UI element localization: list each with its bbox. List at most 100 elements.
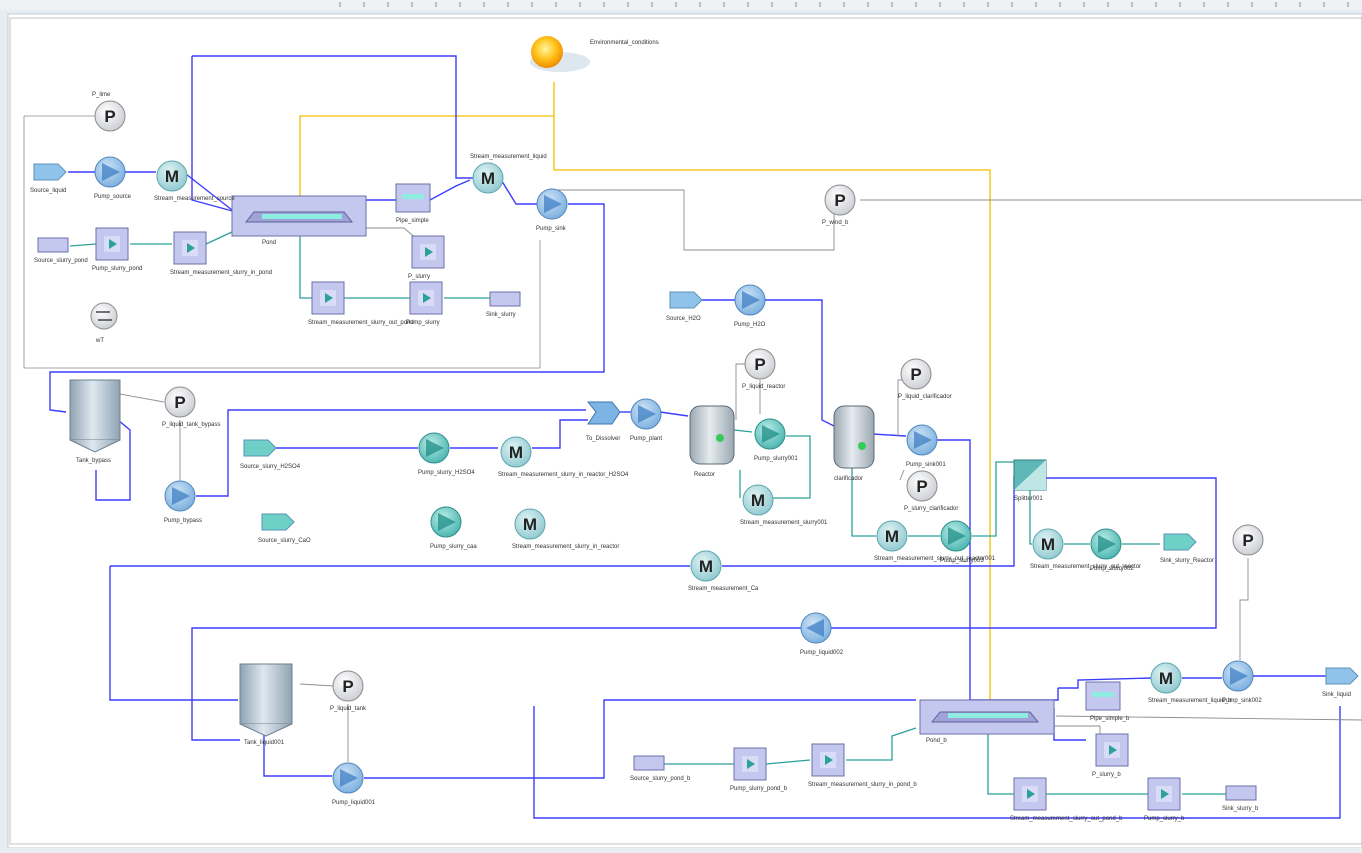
pump-h2o[interactable]: Pump_H2O (734, 284, 766, 328)
gauge-wind[interactable]: PP_wind_b (822, 184, 856, 226)
block-label: Stream_measurement_slurry_out_pond_b (1010, 816, 1123, 822)
block-src-slurry[interactable]: Source_slurry_pond (34, 237, 88, 264)
pump-liquid002[interactable]: Pump_liquid002 (800, 612, 844, 656)
block-body (1095, 733, 1129, 767)
environmental-conditions[interactable]: Environmental_conditions (530, 36, 659, 72)
gauge-label: P_liquid_tank (330, 706, 367, 712)
source-label: Source_slurry_H2SO4 (240, 464, 301, 470)
clarificador-body (833, 405, 875, 469)
wt-icon (90, 302, 118, 330)
pump-liquid001[interactable]: Pump_liquid001 (332, 762, 376, 806)
block-p-slurry[interactable]: P_slurry (408, 235, 445, 280)
splitter-unit[interactable]: Splitter001 (1013, 459, 1047, 502)
pump-h2so4[interactable]: Pump_slurry_H2SO4 (418, 432, 475, 476)
gauge-tank[interactable]: PP_liquid_tank (330, 670, 367, 712)
gauge-bypass[interactable]: PP_liquid_tank_bypass (162, 386, 220, 428)
pump-slurry001[interactable]: Pump_slurry001 (754, 418, 798, 462)
pipe-water (402, 194, 424, 199)
pump-arrow-icon (638, 405, 656, 423)
pipe-simple[interactable]: Pipe_simple (395, 183, 431, 224)
tank-liquid[interactable]: Tank_liquid001 (239, 663, 293, 746)
gauge-label: Stream_measurement_Ca (688, 586, 759, 592)
block-pump-slurry-b[interactable]: Pump_slurry_b (1144, 777, 1185, 822)
pump-sink001[interactable]: Pump_sink001 (906, 424, 946, 468)
block-src-slurry-b[interactable]: Source_slurry_pond_b (630, 755, 691, 782)
pump-arrow-icon (762, 425, 780, 443)
source-liquid[interactable]: Source_liquid (30, 163, 67, 194)
gauge-lime[interactable]: PP_lime (92, 92, 126, 132)
pressure-gauge-icon (94, 100, 126, 132)
gauge-glyph: M (885, 527, 899, 546)
source-arrow-icon (669, 291, 703, 309)
block-label: P_slurry_b (1092, 772, 1121, 778)
measurement-icon (876, 520, 908, 552)
pond-unit[interactable]: Pond (231, 195, 367, 246)
gauge-label: P_slurry_clarificador (904, 506, 958, 512)
source-h2so4[interactable]: Source_slurry_H2SO4 (240, 439, 301, 470)
pump-caa[interactable]: Pump_slurry_caa (430, 506, 477, 550)
gauge-reactor[interactable]: PP_liquid_reactor (742, 348, 785, 390)
wt-unit[interactable]: wT (90, 302, 118, 344)
pump-arrow-icon (742, 291, 760, 309)
gauge-slurry-clar[interactable]: PP_slurry_clarificador (904, 470, 958, 512)
clarificador-unit[interactable]: clarificador (833, 405, 875, 482)
block-label: Stream_measurement_slurry_out_pond (308, 320, 414, 326)
source-label: Source_H2O (666, 316, 701, 322)
source-sink-reactor[interactable]: Sink_slurry_Reactor (1160, 533, 1214, 564)
block-body (411, 235, 445, 269)
gauge-glyph: P (1242, 531, 1253, 550)
gauge-glyph: M (1159, 669, 1173, 688)
source-arrow-icon (243, 439, 277, 457)
tank-bypass[interactable]: Tank_bypass (69, 379, 121, 464)
gauge-meas-h2so4[interactable]: MStream_measurement_slurry_in_reactor_H2… (498, 436, 629, 478)
block-pump-slurry[interactable]: Pump_slurry (406, 281, 443, 326)
pond-b-water (948, 713, 1028, 718)
pump-sink[interactable]: Pump_sink (536, 188, 568, 232)
pump-label: Pump_sink (536, 226, 567, 232)
pond-b-unit[interactable]: Pond_b (919, 699, 1055, 744)
tank-bypass-label: Tank_bypass (76, 458, 111, 464)
block-meas-slurry-in-b[interactable]: Stream_measurement_slurry_in_pond_b (808, 743, 917, 788)
source-caa[interactable]: Source_slurry_CaO (258, 513, 311, 544)
wt-label: wT (95, 338, 104, 344)
block-label: Stream_measurement_slurry_in_pond (170, 270, 272, 276)
top-ruler (0, 0, 1362, 10)
gauge-right[interactable]: P (1232, 524, 1264, 556)
gauge-clarificador[interactable]: PP_liquid_clarificador (898, 358, 952, 400)
measurement-icon (156, 160, 188, 192)
block-meas-slurry-out[interactable]: Stream_measurement_slurry_out_pond (308, 281, 414, 326)
pump-plant[interactable]: Pump_plant (630, 398, 662, 442)
pump-sink002[interactable]: Pump_sink002 (1222, 660, 1262, 704)
canvas-area (7, 13, 1362, 849)
block-sink-slurry[interactable]: Sink_slurry (486, 291, 521, 318)
pump-slurry002[interactable]: Pump_slurry002 (1090, 528, 1134, 572)
block-pump-slurry-pond-b[interactable]: Pump_slurry_pond_b (730, 747, 788, 792)
pipe-simple-b[interactable]: Pipe_simple_b (1085, 681, 1130, 722)
block-meas-slurry-in[interactable]: Stream_measurement_slurry_in_pond (170, 231, 272, 276)
pump-arrow-icon (340, 769, 358, 787)
pump-slurry003[interactable]: Pump_slurry003 (940, 520, 984, 564)
block-sink-slurry-b[interactable]: Sink_slurry_b (1222, 785, 1259, 812)
source-h2o[interactable]: Source_H2O (666, 291, 703, 322)
pressure-gauge-icon (164, 386, 196, 418)
gauge-meas-out-reactor[interactable]: MStream_measurement_slurry_out_reactor00… (874, 520, 996, 562)
pump-bypass[interactable]: Pump_bypass (164, 480, 202, 524)
block-pump-slurry-pond[interactable]: Pump_slurry_pond (92, 227, 142, 272)
tank-bypass-body (69, 379, 121, 441)
reactor-unit[interactable]: Reactor (689, 405, 735, 478)
pump-source[interactable]: Pump_source (94, 156, 132, 200)
source-sink-liquid[interactable]: Sink_liquid (1322, 667, 1359, 698)
dissolver-unit[interactable]: To_Dissolver (586, 401, 621, 442)
pump-label: Pump_liquid001 (332, 800, 376, 806)
block-play-icon (425, 247, 433, 257)
block-p-slurry-b[interactable]: P_slurry_b (1092, 733, 1129, 778)
block-meas-slurry-out-b[interactable]: Stream_measurement_slurry_out_pond_b (1010, 777, 1123, 822)
